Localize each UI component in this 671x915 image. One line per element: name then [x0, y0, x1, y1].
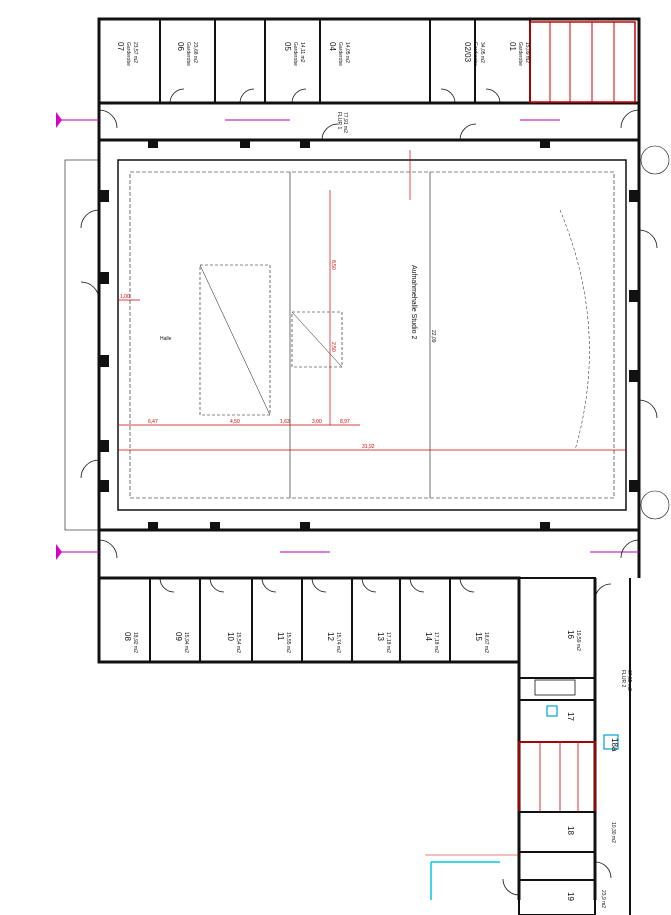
room-area-13: 17,18 m2: [385, 632, 391, 653]
south-rooms: [97, 576, 521, 664]
room-area-08: 18,92 m2: [132, 632, 138, 653]
flur1-name: FLUR 1: [336, 112, 342, 129]
room-no-05: 05: [283, 42, 292, 51]
room-name-07: Garderobe: [125, 42, 131, 66]
room-no-19: 19: [566, 892, 575, 901]
flur2-area: 37,55 m2: [626, 670, 632, 691]
room-name-05: Garderobe: [292, 42, 298, 66]
room-area-04: 14,05 m2: [344, 42, 350, 63]
room-no-01: 01: [508, 42, 517, 51]
corridor-labels: FLUR 1 77,91 m2 FLUR 2 37,55 m2: [336, 112, 632, 691]
room-no-07: 07: [116, 42, 125, 51]
room-name-01: Garderobe: [517, 42, 523, 66]
flur2-name: FLUR 2: [620, 670, 626, 687]
room-no-04: 04: [328, 42, 337, 51]
dim-j: 1,00: [120, 294, 130, 300]
dim-d: 3,00: [312, 419, 322, 425]
room-area-12: 15,74 m2: [335, 632, 341, 653]
room-name-02-03: Garderobe: [472, 42, 478, 66]
room-area-05: 14,11 m2: [299, 42, 305, 63]
dim-a: 6,47: [148, 419, 158, 425]
room-no-13: 13: [376, 632, 385, 641]
room-no-08: 08: [123, 632, 132, 641]
room-no-18a: 18a: [610, 738, 619, 752]
room-area-19: 23,9 m2: [600, 890, 606, 908]
hall-title: Aufnahmehalle Studio 2: [410, 265, 417, 339]
room-no-11: 11: [276, 632, 285, 641]
dim-b: 4,50: [230, 419, 240, 425]
room-area-07: 23,57 m2: [132, 42, 138, 63]
hall-studio-2: [64, 138, 670, 532]
hall-label: Halle: [160, 336, 172, 342]
room-no-17: 17: [566, 712, 575, 721]
room-area-16: 19,59 m2: [575, 630, 581, 651]
room-no-10: 10: [226, 632, 235, 641]
room-no-02-03: 02/03: [463, 42, 472, 63]
room-area-15: 18,67 m2: [483, 632, 489, 653]
room-no-15: 15: [474, 632, 483, 641]
room-no-18: 18: [566, 826, 575, 835]
room-area-11: 15,55 m2: [285, 632, 291, 653]
room-labels-east: 16 19,59 m2 17 18a 18 10,30 m2 19 23,9 m…: [566, 630, 619, 908]
room-area-06: 23,68 m2: [192, 42, 198, 63]
room-no-06: 06: [176, 42, 185, 51]
room-name-04: Garderobe: [337, 42, 343, 66]
dim-i: 31,92: [362, 444, 375, 450]
flur1-area: 77,91 m2: [342, 112, 348, 133]
dim-c: 1,63: [280, 419, 290, 425]
east-wing: [425, 577, 631, 915]
room-labels-top: 07 Garderobe 23,57 m2 06 Garderobe 23,68…: [116, 42, 530, 66]
room-area-18: 10,30 m2: [610, 822, 616, 843]
room-name-06: Garderobe: [185, 42, 191, 66]
room-no-16: 16: [566, 630, 575, 639]
room-area-14: 17,18 m2: [433, 632, 439, 653]
room-area-10: 15,54 m2: [235, 632, 241, 653]
dim-g: 2,50: [330, 342, 336, 352]
room-no-12: 12: [326, 632, 335, 641]
corridor-south: [56, 530, 641, 578]
room-no-09: 09: [174, 632, 183, 641]
room-no-14: 14: [424, 632, 433, 641]
room-area-02-03: 34,05 m2: [479, 42, 485, 63]
dim-e: 8,97: [340, 419, 350, 425]
north-wing: [97, 17, 641, 105]
dim-f: 8,50: [330, 260, 336, 270]
room-area-01: 15,09 m2: [524, 42, 530, 63]
room-area-09: 15,94 m2: [183, 632, 189, 653]
room-labels-bottom: 08 18,92 m2 09 15,94 m2 10 15,54 m2 11 1…: [123, 632, 489, 653]
dim-h: 22,09: [430, 330, 436, 343]
hall-labels: Aufnahmehalle Studio 2 Halle 6,47 4,50 1…: [120, 260, 436, 450]
